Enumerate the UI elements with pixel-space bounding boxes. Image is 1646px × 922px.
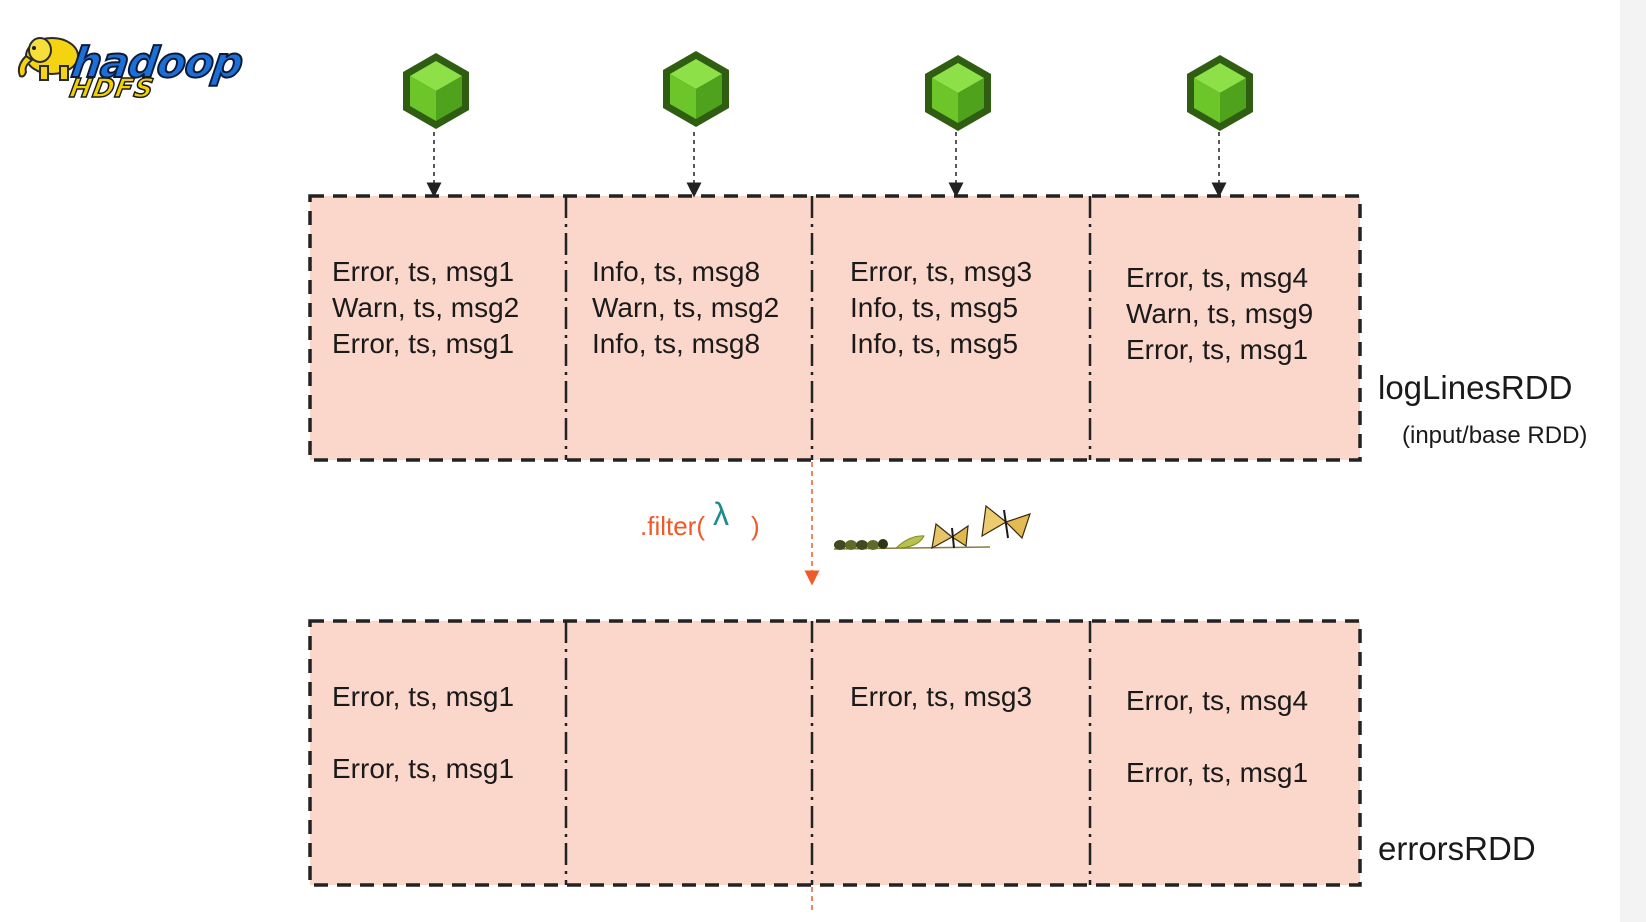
partition-1: Error, ts, msg1 Warn, ts, msg2 Error, ts… [310,196,566,460]
partition-1: Error, ts, msg1 Error, ts, msg1 [310,621,566,885]
log-line: Error, ts, msg1 [1126,757,1309,788]
partition-4: Error, ts, msg4 Warn, ts, msg9 Error, ts… [1090,196,1360,460]
log-line: Warn, ts, msg9 [1126,298,1314,329]
partition-2: Info, ts, msg8 Warn, ts, msg2 Info, ts, … [566,196,812,460]
partition-4: Error, ts, msg4 Error, ts, msg1 [1090,621,1360,885]
errors-rdd: Error, ts, msg1 Error, ts, msg1 Error, t… [310,621,1360,885]
log-line: Warn, ts, msg2 [592,292,780,323]
caterpillar-icon [834,539,888,550]
log-lines-rdd-label: logLinesRDD [1378,369,1573,406]
log-line: Info, ts, msg5 [850,292,1019,323]
log-lines-rdd: Error, ts, msg1 Warn, ts, msg2 Error, ts… [310,196,1360,460]
log-line: Error, ts, msg4 [1126,685,1309,716]
metamorphosis-icon [833,504,1031,550]
partition-3: Error, ts, msg3 Info, ts, msg5 Info, ts,… [812,196,1090,460]
log-lines-rdd-sublabel: (input/base RDD) [1402,422,1588,449]
log-line: Error, ts, msg1 [332,328,515,359]
log-line: Error, ts, msg1 [332,256,515,287]
errors-rdd-label: errorsRDD [1378,830,1536,867]
cube-icon [1187,55,1253,131]
hadoop-hdfs-logo: hadoop HDFS [10,26,250,106]
filter-prefix: .filter( [640,511,705,541]
log-line: Info, ts, msg5 [850,328,1019,359]
log-line: Error, ts, msg3 [850,681,1033,712]
log-line: Info, ts, msg8 [592,256,761,287]
partition-3: Error, ts, msg3 [812,621,1090,885]
log-line: Error, ts, msg1 [332,681,515,712]
log-line: Error, ts, msg1 [332,753,515,784]
elephant-icon [17,37,79,81]
log-line: Warn, ts, msg2 [332,292,520,323]
window-edge-strip [1620,0,1646,922]
rdd-border [308,194,1362,462]
log-line: Error, ts, msg3 [850,256,1033,287]
cube-icon [403,53,469,129]
log-line: Info, ts, msg8 [592,328,761,359]
log-line: Error, ts, msg4 [1126,262,1309,293]
cube-icon [663,51,729,127]
chrysalis-icon [894,535,925,549]
butterfly-icon [931,522,969,550]
rdd-border [308,619,1362,887]
filter-suffix: ) [751,511,760,541]
filter-transform-label: .filter( λ) [640,498,760,541]
lambda-symbol: λ [713,496,729,532]
butterfly-icon [981,504,1031,540]
log-line: Error, ts, msg1 [1126,334,1309,365]
cube-icon [925,55,991,131]
